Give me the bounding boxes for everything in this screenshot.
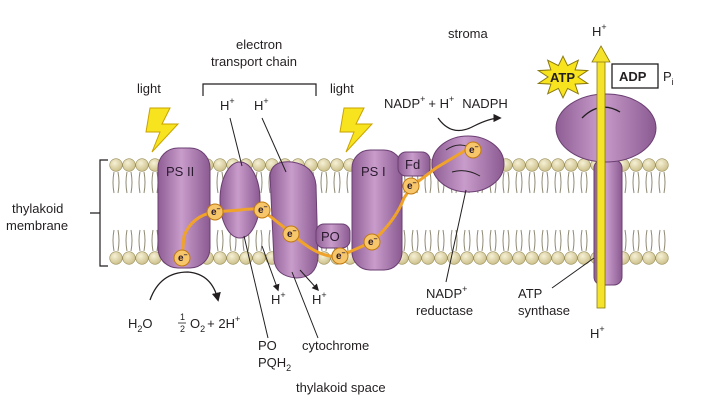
nadp-reductase-complex	[431, 135, 505, 193]
ps1-label: PS I	[361, 164, 386, 179]
thylakoid-space-label: thylakoid space	[296, 380, 386, 395]
proton-etc-1: H+	[220, 96, 235, 113]
water-formula: H2O	[128, 316, 153, 334]
pqh-label: PQH2	[258, 355, 291, 373]
light-left-label: light	[137, 81, 161, 96]
electron-symbol: e–	[178, 252, 188, 264]
pqh-pointer	[243, 235, 269, 339]
adp-label: ADP	[619, 69, 647, 84]
stroma-label: stroma	[448, 26, 489, 41]
electron-marker	[206, 203, 224, 221]
cytochrome-pointer	[291, 271, 319, 339]
atp-synthase-label-1: ATP	[518, 286, 542, 301]
po-label: PO	[258, 338, 277, 353]
proton-etc-line-2	[261, 117, 287, 173]
po-small-complex	[315, 223, 351, 249]
electron-symbol: e–	[258, 204, 268, 216]
proton-lumen-2: H+	[312, 290, 327, 307]
ferredoxin-complex	[397, 151, 431, 177]
electron-marker	[282, 225, 300, 243]
pi-label: Pi	[663, 69, 674, 87]
water-split-arrow	[149, 271, 221, 302]
proton-lumen-1: H+	[271, 290, 286, 307]
electron-symbol: e–	[287, 228, 297, 240]
cytochrome-complex	[269, 161, 319, 279]
po-small-label: PO	[321, 229, 340, 244]
atp-label: ATP	[550, 70, 575, 85]
membrane-bracket	[90, 159, 108, 267]
oxygen-formula: O2+ 2H+	[190, 314, 240, 334]
thylakoid-membrane-label-1: thylakoid	[12, 201, 63, 216]
frac-den: 2	[180, 324, 185, 334]
electron-symbol: e–	[368, 236, 378, 248]
electron-marker	[331, 247, 349, 265]
proton-arrow	[591, 45, 611, 309]
electron-symbol: e–	[336, 250, 346, 262]
nadp-reaction: NADP++ H+NADPH	[384, 94, 508, 111]
atp-synthase-label-2: synthase	[518, 303, 570, 318]
nadp-reductase-pointer	[445, 189, 467, 283]
proton-top-atp: H+	[592, 22, 607, 39]
light-bolt-left-icon	[145, 107, 180, 153]
proton-etc-2: H+	[254, 96, 269, 113]
electron-markers: e– e– e– e– e– e– e– e–	[173, 141, 482, 267]
electron-marker	[402, 177, 420, 195]
ps2-label: PS II	[166, 164, 194, 179]
nadp-reductase-label-1: NADP+	[426, 284, 467, 301]
proton-bottom-atp: H+	[590, 324, 605, 341]
thylakoid-membrane-label-2: membrane	[6, 218, 68, 233]
adp-box	[611, 63, 659, 89]
proton-etc-line-1	[229, 117, 243, 167]
electron-symbol: e–	[211, 206, 221, 218]
cytochrome-label: cytochrome	[302, 338, 369, 353]
nadp-reductase-label-2: reductase	[416, 303, 473, 318]
proton-arrow-2	[299, 269, 319, 292]
frac-num: 1	[180, 312, 185, 322]
electron-symbol: e–	[469, 144, 479, 156]
etc-label-line2: transport chain	[211, 54, 297, 69]
etc-bracket	[202, 83, 317, 96]
etc-label-line1: electron	[236, 37, 282, 52]
electron-marker	[173, 249, 191, 267]
nadp-arrow	[437, 113, 502, 132]
plastoquinone-complex	[219, 161, 261, 239]
electron-marker	[464, 141, 482, 159]
atp-synthase-pointer	[551, 257, 595, 289]
light-bolt-right-icon	[339, 107, 374, 153]
electron-symbol: e–	[407, 180, 417, 192]
light-right-label: light	[330, 81, 354, 96]
fd-label: Fd	[405, 157, 420, 172]
electron-marker	[363, 233, 381, 251]
electron-marker	[253, 201, 271, 219]
proton-arrow-1	[261, 245, 280, 292]
atp-burst-icon	[536, 55, 590, 99]
